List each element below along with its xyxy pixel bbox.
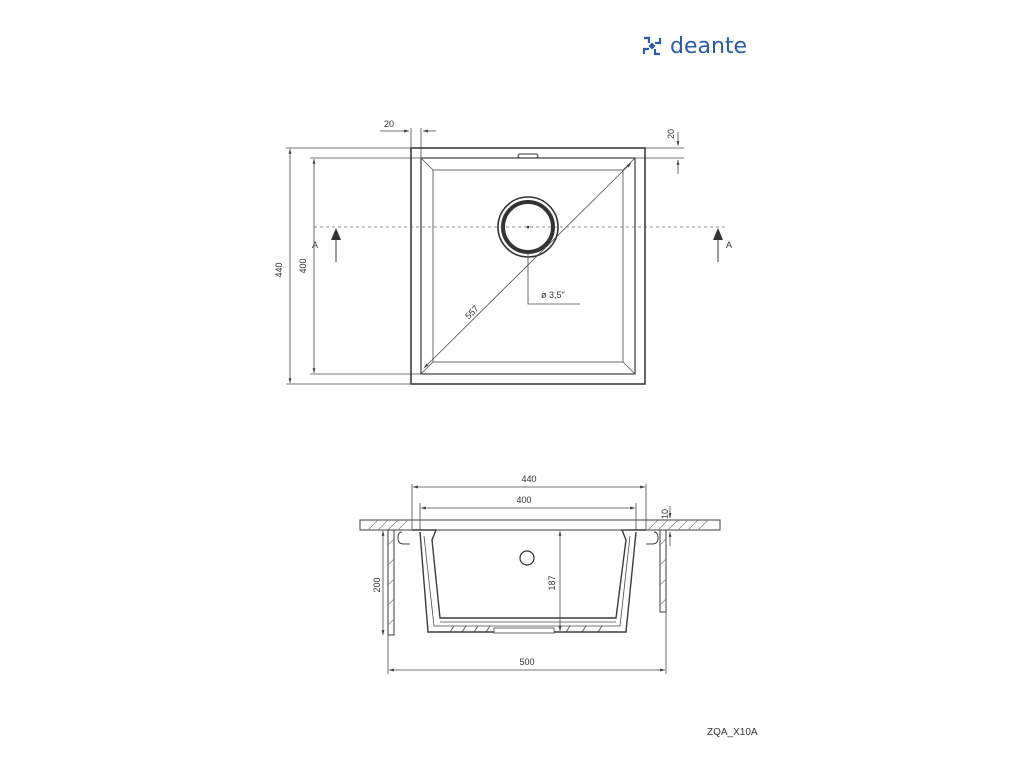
outer-width-label: 440 bbox=[521, 474, 536, 484]
bowl-depth-label: 187 bbox=[547, 575, 557, 590]
inner-height-label: 400 bbox=[298, 258, 308, 273]
countertop bbox=[359, 519, 721, 531]
overflow-slot bbox=[517, 153, 539, 159]
drain-diameter-label: ø 3,5" bbox=[541, 290, 565, 300]
outer-height-label: 440 bbox=[274, 262, 284, 277]
sink-outer-rim bbox=[410, 147, 646, 385]
cabinet-width-label: 500 bbox=[519, 657, 534, 667]
mounting-clip-right bbox=[646, 531, 659, 545]
section-mark-right: A bbox=[726, 240, 732, 250]
top-view: 557 ø 3,5" A A 440 400 bbox=[274, 119, 732, 385]
section-arrow-left bbox=[331, 228, 341, 262]
flange-left-label: 20 bbox=[384, 119, 394, 129]
flange-top-label: 20 bbox=[666, 129, 676, 139]
sink-bottom-ribs bbox=[449, 625, 603, 634]
section-view: 440 400 10 200 187 500 bbox=[359, 474, 721, 674]
section-arrow-right bbox=[713, 228, 723, 262]
product-code: ZQA_X10A bbox=[707, 727, 758, 738]
cabinet-side-right bbox=[659, 529, 667, 613]
deante-logo-icon bbox=[642, 36, 662, 56]
cabinet-depth-label: 200 bbox=[372, 577, 382, 592]
cabinet-side-left bbox=[387, 529, 395, 636]
sink-body-section bbox=[412, 529, 646, 633]
diagonal-dimension-line bbox=[423, 162, 632, 369]
brand-name: deante bbox=[670, 34, 747, 59]
brand-logo: deante bbox=[642, 34, 747, 59]
diagonal-dimension-label: 557 bbox=[463, 303, 481, 321]
flange-thickness-label: 10 bbox=[660, 509, 670, 519]
inner-width-label: 400 bbox=[516, 495, 531, 505]
section-mark-left: A bbox=[312, 240, 318, 250]
mounting-clip-left bbox=[397, 531, 410, 545]
overflow-hole bbox=[519, 550, 535, 566]
